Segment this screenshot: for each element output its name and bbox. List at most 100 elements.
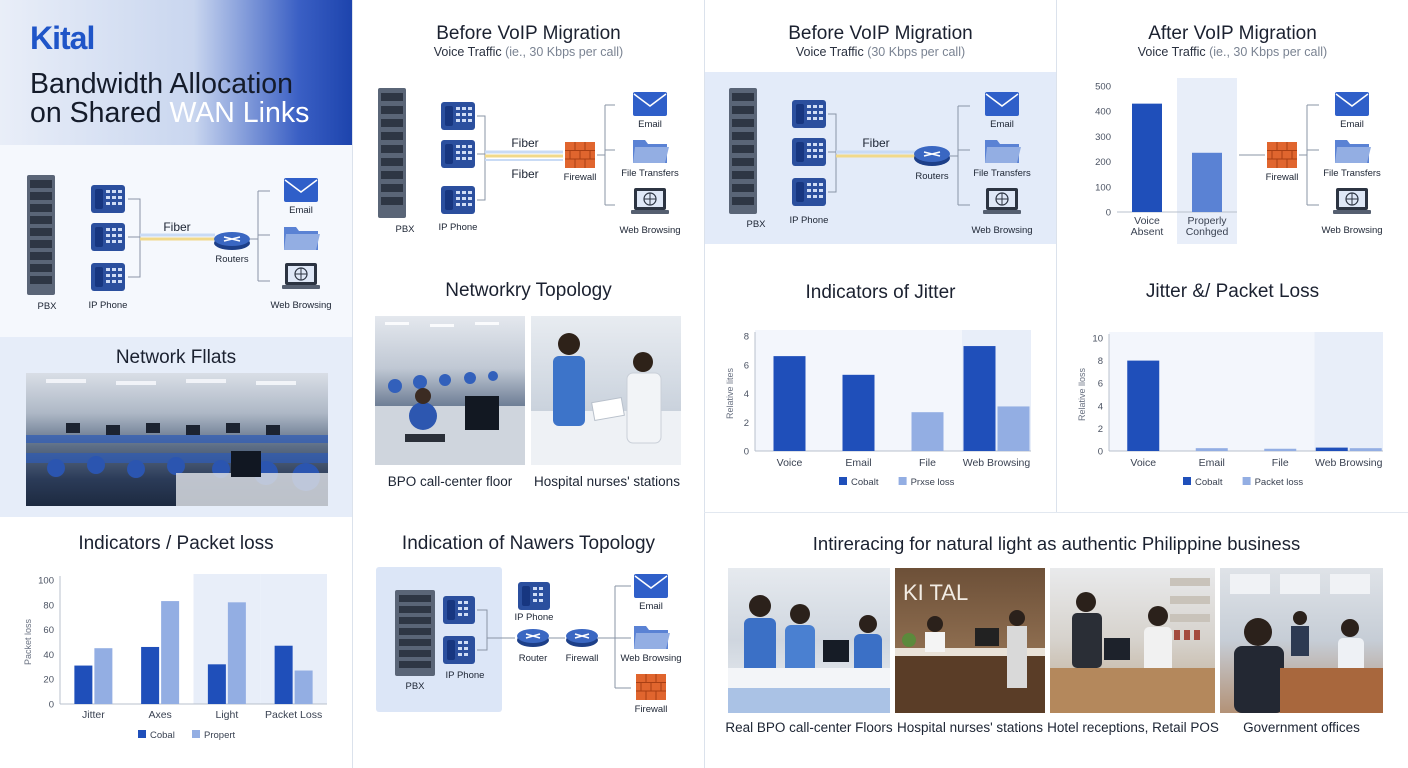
- after-voip-title: After VoIP Migration: [1148, 23, 1317, 44]
- chart-bar: [94, 648, 113, 704]
- interfacing-panel: Intireracing for natural light as authen…: [705, 513, 1408, 768]
- x-tick-label: File: [919, 457, 936, 469]
- desk-phone-icon: [441, 102, 475, 130]
- hotel-retail-photo: [1050, 568, 1215, 713]
- desk-phone-icon: [91, 223, 125, 251]
- email-label: Email: [289, 205, 313, 216]
- after-voip-panel: After VoIP Migration Voice Traffic (ie.,…: [1057, 0, 1408, 262]
- bpo-floor-scene: [375, 322, 525, 465]
- brand-logo: Kital: [30, 20, 95, 56]
- legend-swatch: [839, 477, 847, 485]
- y-axis-label: Relative lloss: [1077, 367, 1087, 421]
- chart-bar: [274, 645, 293, 704]
- left-network-diagram: PBX IP Phone Fiber Routers Email Web Bro…: [0, 145, 352, 337]
- chart-bar: [294, 670, 313, 704]
- ip-phone-label: IP Phone: [89, 300, 128, 311]
- bpo-floor-caption: BPO call-center floor: [387, 474, 513, 489]
- web-browsing-label: Web Browsing: [619, 225, 680, 236]
- networkry-topology-title: Networkry Topology: [445, 280, 612, 301]
- server-rack-icon: [729, 88, 757, 214]
- x-tick-label: Web Browsing: [963, 457, 1031, 469]
- chart-bar: [1127, 360, 1160, 451]
- firewall-label: Firewall: [564, 172, 597, 183]
- hospital-stations-caption-2: Hospital nurses' stations: [897, 720, 1043, 735]
- routers-label: Routers: [915, 171, 949, 182]
- folder-icon: [985, 140, 1021, 163]
- y-tick-label: 500: [1095, 82, 1111, 93]
- pbx-label: PBX: [37, 301, 57, 312]
- laptop-globe-icon: [282, 263, 320, 289]
- email-label: Email: [990, 119, 1014, 130]
- email-label: Email: [639, 601, 663, 612]
- server-rack-icon: [378, 88, 406, 218]
- after-voip-chart: 0100200300400500VoiceAbsentProperlyConhg…: [1095, 78, 1237, 244]
- interfacing-title: Intireracing for natural light as authen…: [812, 533, 1301, 554]
- email-label: Email: [638, 119, 662, 130]
- chart-bar: [227, 602, 246, 704]
- y-tick-label: 4: [1098, 401, 1103, 412]
- x-tick-label: Properly: [1187, 215, 1227, 227]
- y-tick-label: 10: [1092, 334, 1103, 345]
- legend-swatch: [192, 730, 200, 738]
- legend-label: Cobalt: [1195, 477, 1223, 488]
- y-tick-label: 80: [43, 600, 54, 611]
- server-rack-icon: [27, 175, 55, 295]
- desk-phone-icon: [518, 582, 550, 610]
- fiber-label-top: Fiber: [511, 136, 538, 150]
- indicators-jitter-title: Indicators of Jitter: [805, 282, 956, 303]
- legend-swatch: [138, 730, 146, 738]
- envelope-icon: [985, 92, 1019, 116]
- x-tick-label: Jitter: [82, 709, 105, 721]
- ip-phone-label: IP Phone: [446, 670, 485, 681]
- envelope-icon: [284, 178, 318, 202]
- y-tick-label: 6: [1098, 379, 1103, 390]
- x-tick-label: Conhged: [1186, 226, 1229, 238]
- y-tick-label: 20: [43, 675, 54, 686]
- desk-phone-icon: [792, 138, 826, 166]
- x-tick-label: File: [1272, 457, 1289, 469]
- file-transfers-label: File Transfers: [621, 168, 679, 179]
- firewall-icon: [636, 674, 666, 700]
- y-tick-label: 400: [1095, 107, 1111, 118]
- pbx-label: PBX: [395, 224, 415, 235]
- chart-bar: [207, 664, 226, 704]
- y-tick-label: 40: [43, 650, 54, 661]
- hospital-stations-photo-2: KI TAL: [895, 568, 1045, 713]
- x-tick-label: Voice: [1134, 215, 1160, 227]
- x-tick-label: Absent: [1131, 226, 1164, 238]
- chart-bar: [161, 601, 180, 704]
- x-tick-label: Voice: [1130, 457, 1156, 469]
- y-tick-label: 8: [1098, 356, 1103, 367]
- indication-topology-title: Indication of Nawers Topology: [401, 533, 656, 554]
- envelope-icon: [634, 574, 668, 598]
- desk-phone-icon: [91, 263, 125, 291]
- desk-phone-icon: [441, 186, 475, 214]
- y-tick-label: 0: [1106, 208, 1111, 219]
- firewall-label-2: Firewall: [635, 704, 668, 715]
- before-voip-panel-1: Before VoIP Migration Voice Traffic (ie.…: [353, 0, 704, 262]
- chart-bar: [911, 412, 944, 451]
- indication-topology-panel: Indication of Nawers Topology PBX IP Pho…: [353, 512, 704, 768]
- fiber-label: Fiber: [163, 220, 190, 234]
- y-tick-label: 200: [1095, 157, 1111, 168]
- x-tick-label: Email: [845, 457, 871, 469]
- network-diagram-before-1: PBX IP Phone Fiber Fiber Firewall Email …: [378, 88, 681, 236]
- header-panel: Kital Bandwidth Allocation on Shared WAN…: [0, 0, 352, 145]
- x-tick-label: Web Browsing: [1315, 457, 1383, 469]
- legend-label: Prxse loss: [911, 477, 955, 488]
- call-center-scene: [26, 379, 328, 506]
- ip-phone-label: IP Phone: [439, 222, 478, 233]
- real-bpo-scene: [728, 595, 890, 713]
- legend-label: Cobal: [150, 730, 175, 741]
- x-tick-label: Email: [1199, 457, 1225, 469]
- routers-label: Routers: [215, 254, 249, 265]
- chart-bar: [773, 356, 806, 451]
- laptop-globe-icon: [631, 188, 669, 214]
- y-tick-label: 8: [744, 332, 749, 343]
- folder-icon: [633, 140, 669, 163]
- chart-bar: [1192, 152, 1222, 212]
- hospital-reception-scene: KI TAL: [895, 580, 1045, 713]
